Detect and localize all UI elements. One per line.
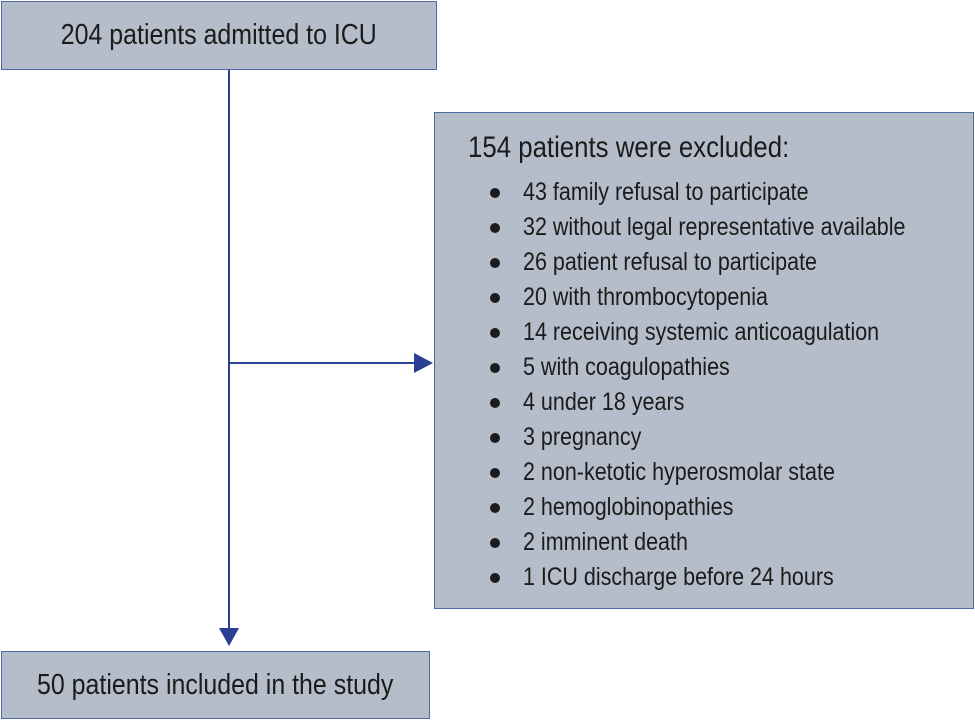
bullet-icon bbox=[490, 468, 500, 478]
bullet-icon bbox=[490, 538, 500, 548]
bullet-icon bbox=[490, 363, 500, 373]
down-arrowhead bbox=[219, 628, 239, 646]
admitted-box: 204 patients admitted to ICU bbox=[1, 1, 437, 70]
exclusion-box: 154 patients were excluded: 43 family re… bbox=[434, 112, 974, 609]
bullet-icon bbox=[490, 293, 500, 303]
bullet-icon bbox=[490, 398, 500, 408]
exclusion-heading: 154 patients were excluded: bbox=[468, 131, 790, 164]
bullet-icon bbox=[490, 328, 500, 338]
bullet-icon bbox=[490, 573, 500, 583]
admitted-text: 204 patients admitted to ICU bbox=[60, 19, 378, 51]
right-arrowhead bbox=[414, 353, 433, 373]
bullet-icon bbox=[490, 223, 500, 233]
bullet-icon bbox=[490, 503, 500, 513]
bullet-icon bbox=[490, 433, 500, 443]
included-text: 50 patients included in the study bbox=[37, 668, 394, 701]
bullet-icon bbox=[490, 188, 500, 198]
included-box: 50 patients included in the study bbox=[1, 651, 430, 719]
bullet-icon bbox=[490, 258, 500, 268]
